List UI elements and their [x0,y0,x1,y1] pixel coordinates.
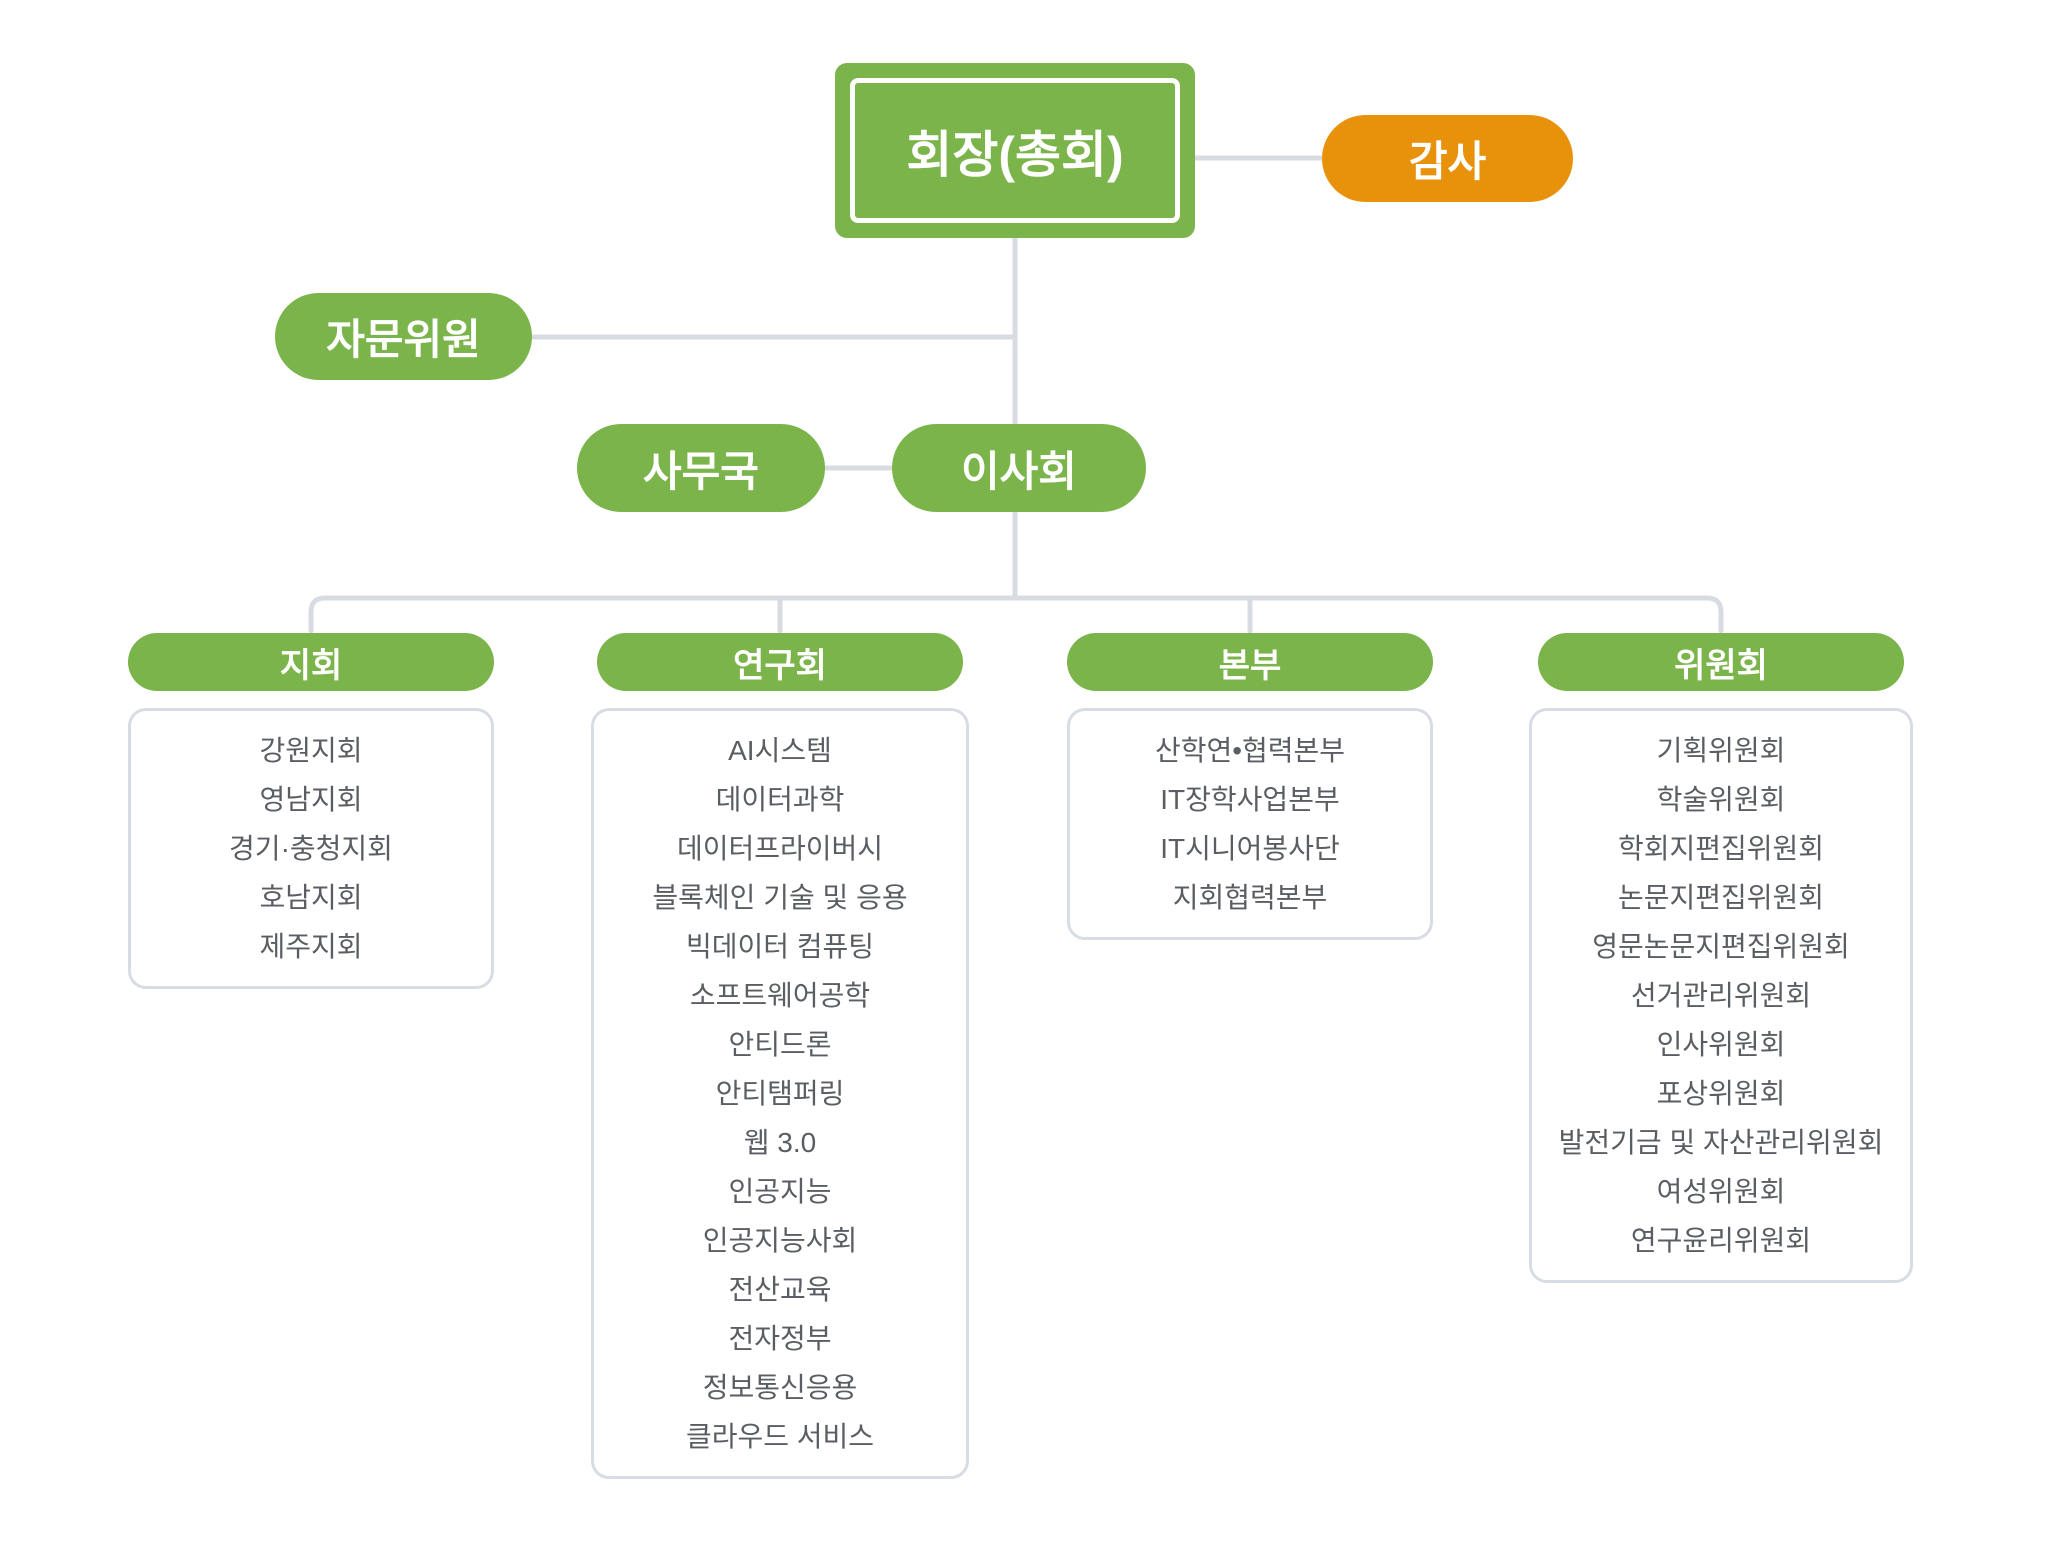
list-box-chapters: 강원지회 영남지회 경기·충청지회 호남지회 제주지회 [128,708,494,989]
list-item: 인사위원회 [1656,1029,1786,1060]
branch-label: 위원회 [1674,646,1768,685]
list-item: 제주지회 [259,931,363,962]
list-item: 영남지회 [259,784,363,815]
board-of-directors-pill: 이사회 [892,424,1146,512]
list-box-headquarters: 산학연•협력본부 IT장학사업본부 IT시니어봉사단 지회협력본부 [1067,708,1433,940]
list-item: 데이터과학 [715,784,845,815]
chairman-label: 회장(총회) [906,126,1124,183]
secretariat-label: 사무국 [643,447,759,495]
list-item: 지회협력본부 [1172,882,1328,913]
list-item: 전자정부 [728,1323,832,1354]
branch-pill-headquarters: 본부 [1067,633,1433,691]
list-item: 정보통신응용 [702,1372,858,1403]
list-box-committees: 기획위원회 학술위원회 학회지편집위원회 논문지편집위원회 영문논문지편집위원회… [1529,708,1913,1283]
list-item: AI시스템 [728,735,832,766]
branch-pill-research-groups: 연구회 [597,633,963,691]
list-item: 안티탬퍼링 [715,1078,845,1109]
list-item: 호남지회 [259,882,363,913]
audit-pill: 감사 [1322,115,1573,202]
list-item: 선거관리위원회 [1630,980,1812,1011]
board-of-directors-label: 이사회 [961,447,1077,495]
list-item: 인공지능사회 [702,1225,858,1256]
chairman-box: 회장(총회) [835,63,1195,238]
branch-label: 연구회 [733,646,827,685]
list-item: 산학연•협력본부 [1154,735,1346,766]
list-item: IT시니어봉사단 [1160,833,1340,864]
list-item: 학회지편집위원회 [1617,833,1825,864]
connector-distribution [308,595,1724,634]
branch-pill-committees: 위원회 [1538,633,1904,691]
list-item: 웹 3.0 [743,1127,817,1158]
list-item: 기획위원회 [1656,735,1786,766]
list-item: 논문지편집위원회 [1617,882,1825,913]
list-item: 빅데이터 컴퓨팅 [685,931,875,962]
list-item: 블록체인 기술 및 응용 [652,882,908,913]
list-item: 클라우드 서비스 [685,1421,875,1452]
list-box-research-groups: AI시스템 데이터과학 데이터프라이버시 블록체인 기술 및 응용 빅데이터 컴… [591,708,969,1479]
list-item: 인공지능 [728,1176,832,1207]
list-item: 강원지회 [259,735,363,766]
list-item: 발전기금 및 자산관리위원회 [1558,1127,1884,1158]
list-item: 영문논문지편집위원회 [1592,931,1850,962]
list-item: 데이터프라이버시 [676,833,884,864]
branch-label: 지회 [279,646,343,685]
advisory-committee-label: 자문위원 [326,316,481,363]
advisory-committee-pill: 자문위원 [275,293,532,380]
list-item: 경기·충청지회 [229,833,393,864]
audit-label: 감사 [1408,138,1487,185]
branch-pill-chapters: 지회 [128,633,494,691]
list-item: 학술위원회 [1656,784,1786,815]
list-item: 여성위원회 [1656,1176,1786,1207]
list-item: 연구윤리위원회 [1630,1225,1812,1256]
secretariat-pill: 사무국 [577,424,825,512]
list-item: 전산교육 [728,1274,832,1305]
list-item: 포상위원회 [1656,1078,1786,1109]
list-item: 안티드론 [728,1029,832,1060]
list-item: 소프트웨어공학 [689,980,871,1011]
list-item: IT장학사업본부 [1160,784,1340,815]
branch-label: 본부 [1218,646,1282,685]
